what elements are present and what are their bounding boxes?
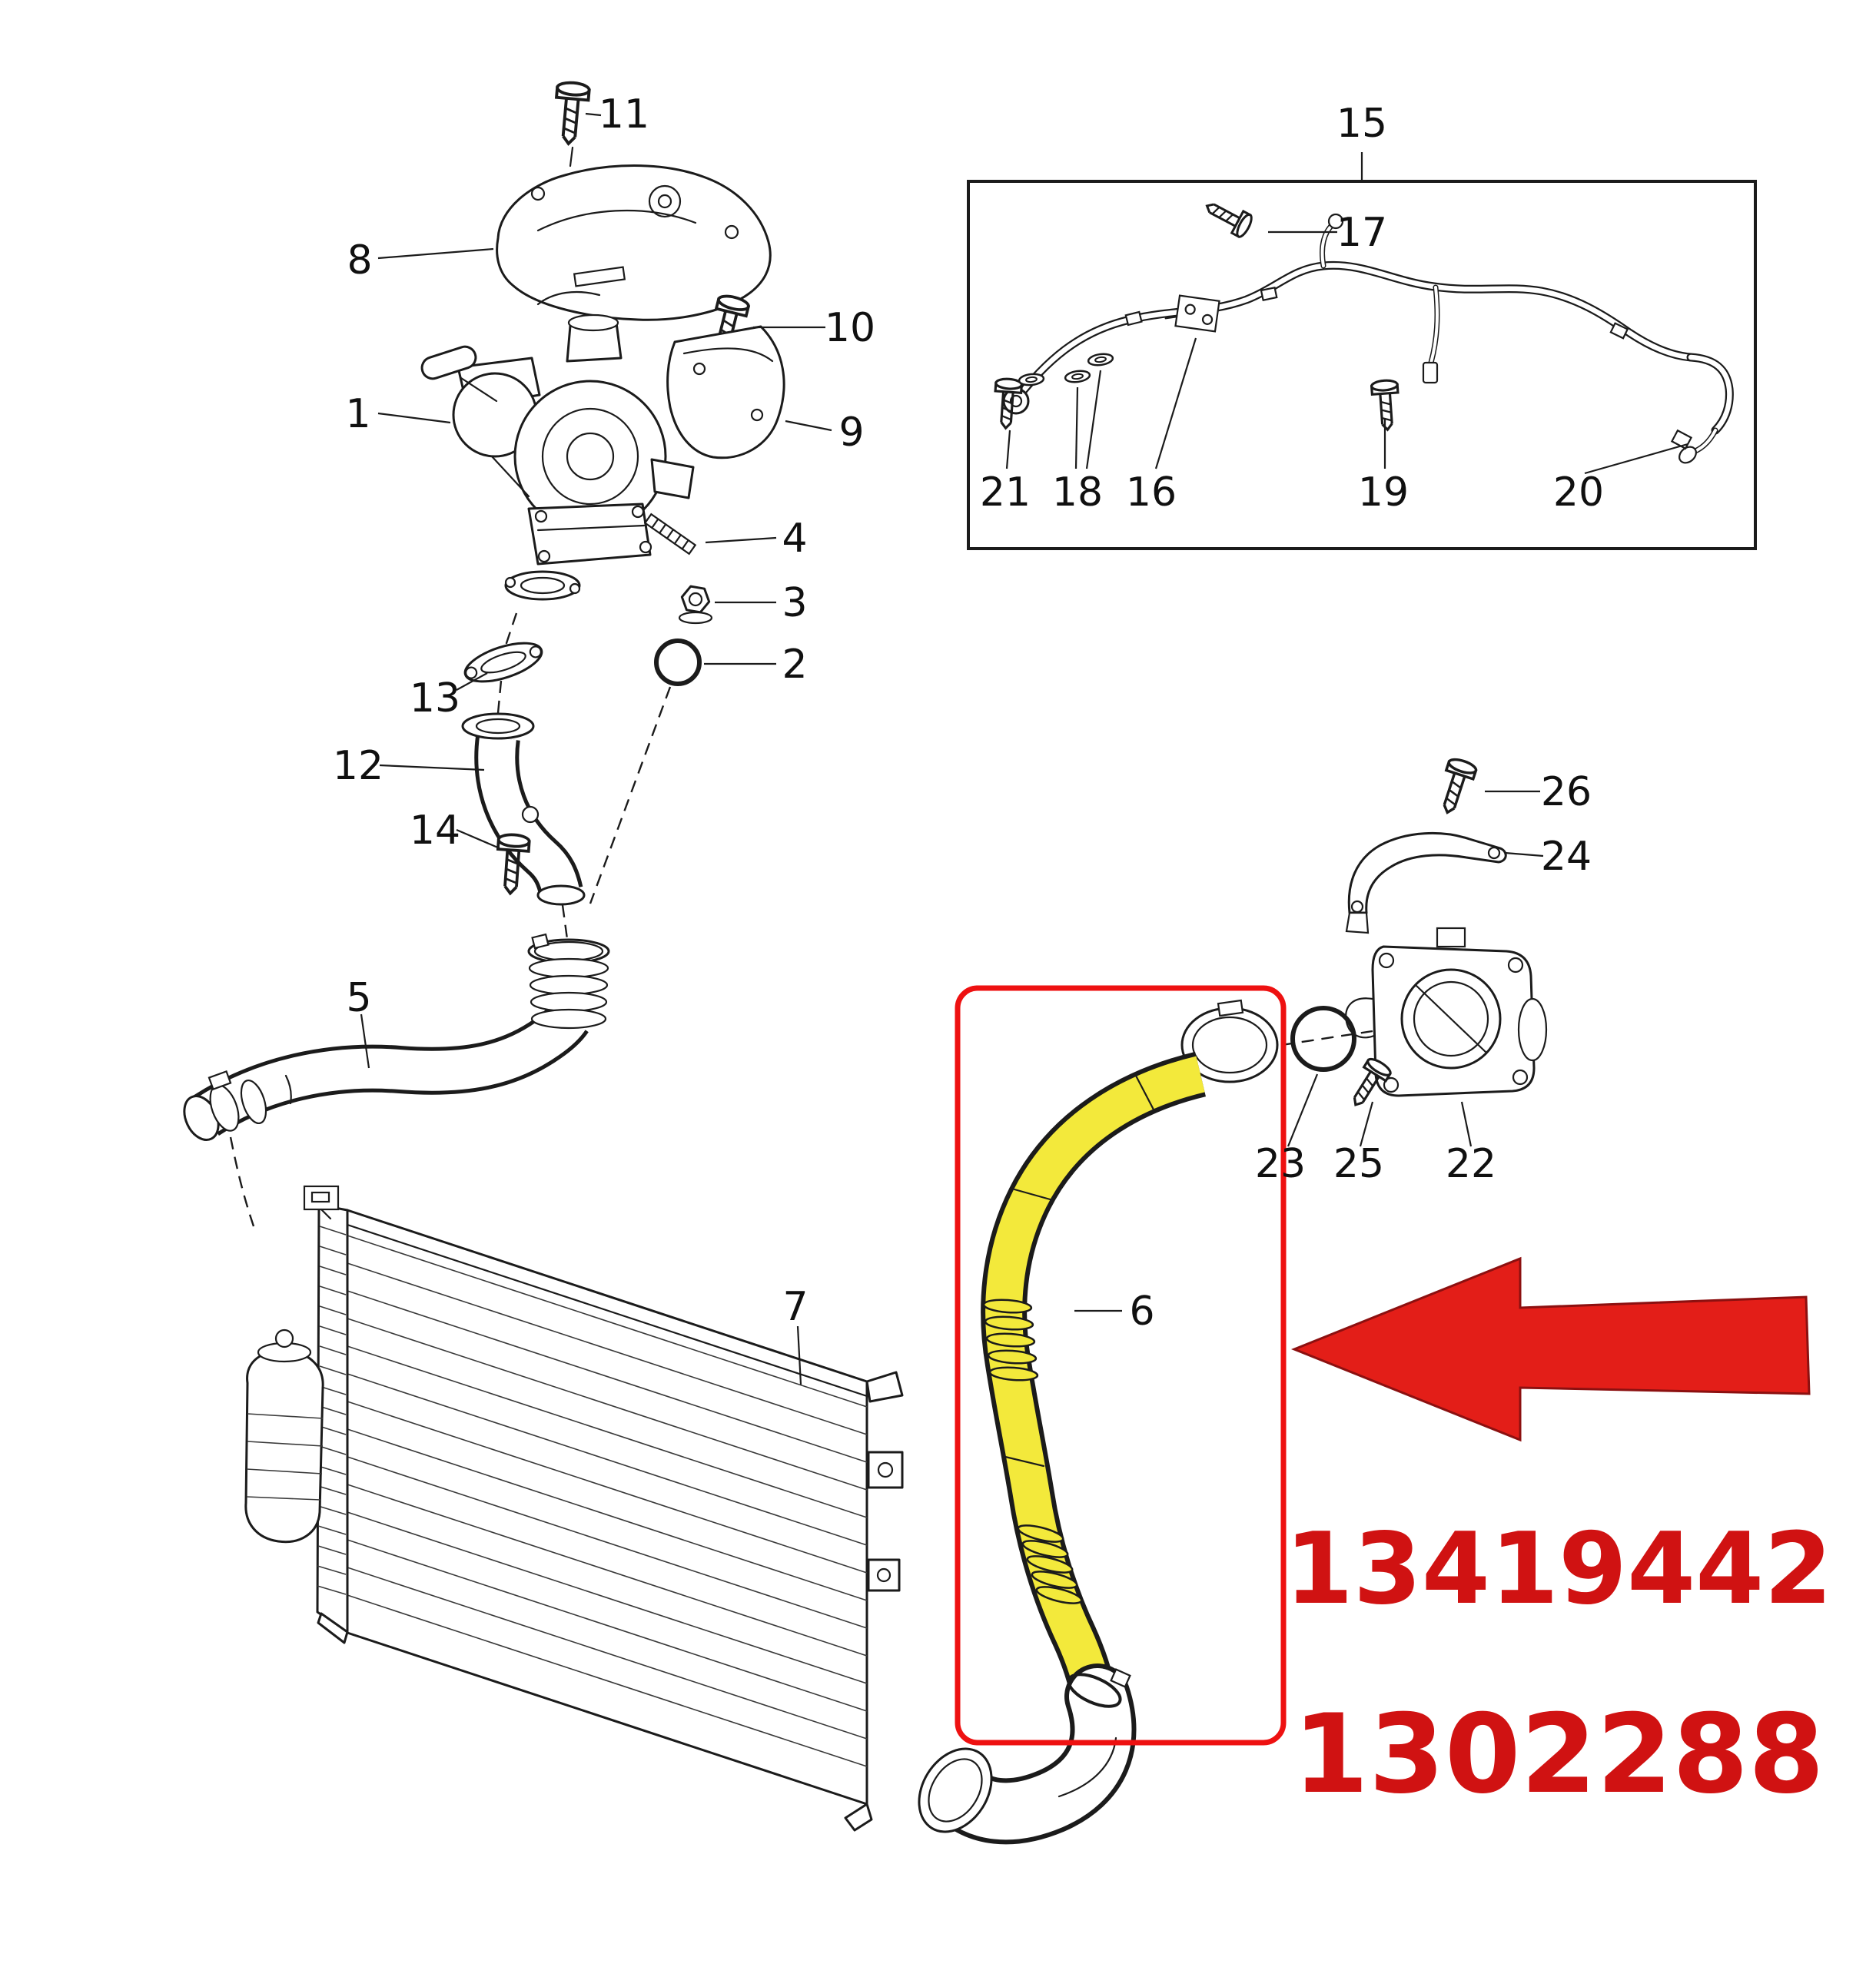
leader-line-23 [1287,1073,1319,1147]
o-ring-seal-2 [654,639,702,686]
leader-line-18a [1074,386,1079,469]
leader-line-12 [379,764,485,771]
callout-label-11: 11 [599,91,649,138]
leader-line-7 [796,1325,802,1385]
hose-body [985,1056,1205,1690]
callout-label-9: 9 [838,410,864,456]
callout-label-18: 18 [1052,469,1103,516]
leader-line-13 [456,672,488,691]
fuel-line-inset-box [967,180,1757,550]
intercooler-hose-highlighted [918,999,1279,1845]
radiator-left-tank-ribs [317,1226,347,1595]
throttle-bracket [1345,831,1507,934]
callout-label-5: 5 [346,975,371,1021]
leader-line-22 [1460,1101,1473,1147]
callout-label-25: 25 [1333,1141,1384,1187]
callout-label-21: 21 [980,469,1031,516]
callout-label-26: 26 [1541,769,1592,815]
leader-line-4 [705,536,777,544]
leader-line-8 [377,247,494,260]
callout-label-7: 7 [782,1284,808,1330]
throttle-body [1345,927,1548,1097]
throttle-cluster [1281,755,1548,1113]
bellows-coupling [527,933,610,1030]
radiator-mount-top-left [303,1185,340,1220]
turbocharger [420,313,695,601]
intercooler-radiator [244,1185,904,1832]
callout-label-23: 23 [1255,1141,1306,1187]
surge-tank [244,1328,324,1544]
leader-line-9 [785,420,832,432]
callout-label-12: 12 [333,743,384,789]
turbo-cluster [420,80,785,940]
leader-line-24 [1504,851,1544,857]
callout-label-6: 6 [1129,1289,1154,1335]
heat-shield-upper [496,164,772,321]
leader-line-1 [377,412,451,424]
stud-4 [643,512,697,556]
screw-11 [551,80,592,147]
callout-label-3: 3 [782,580,807,626]
leader-line-21 [1005,430,1011,469]
callout-label-2: 2 [782,642,807,688]
throttle-o-ring [1290,1006,1356,1072]
leader-line-25 [1359,1101,1374,1147]
assembly-axis-dash [504,612,518,646]
leader-line-14 [456,828,500,850]
highlight-box [955,985,1287,1746]
hose-corrugation-lower [1017,1524,1083,1604]
leader-line-5 [360,1013,370,1069]
heat-shield-lower [666,325,785,459]
callout-label-10: 10 [825,305,875,351]
callout-label-22: 22 [1446,1141,1496,1187]
callout-label-19: 19 [1358,469,1409,516]
part-number-primary: 13419442 [1285,1512,1833,1627]
intercooler-hose-left [183,933,610,1227]
leader-line-20 [1584,443,1688,475]
callout-label-17: 17 [1336,210,1387,256]
fuel-line-harness [1002,213,1734,464]
hose-top-coupling [1180,999,1279,1083]
hose-clamp-left [183,1070,267,1141]
nut-3 [678,585,713,625]
gasket-13 [463,642,543,683]
part-numbers: 13419442 1302288 [1285,1512,1833,1818]
callout-label-24: 24 [1541,834,1592,880]
callout-labels: 1 2 3 4 5 6 7 8 9 10 11 12 13 14 15 16 1… [333,91,1688,1385]
callout-label-15: 15 [1336,101,1387,147]
leader-line-16 [1154,337,1197,469]
callout-label-4: 4 [782,516,807,562]
hose-bottom-elbow [918,1663,1137,1845]
callout-label-8: 8 [347,237,372,284]
leader-line-11 [585,112,602,117]
screw-26 [1433,755,1479,818]
callout-label-20: 20 [1553,469,1604,516]
turbo-outlet-pipe [461,712,586,906]
highlight-arrow [1290,1256,1811,1442]
leader-line-18b [1085,370,1102,469]
callout-label-13: 13 [410,675,460,721]
hose-corrugation-upper [982,1299,1039,1382]
line-bracket [1164,294,1220,333]
callout-label-16: 16 [1126,469,1177,516]
elbow-clamp [1067,1673,1122,1708]
radiator-core-lines [347,1235,868,1767]
callout-label-1: 1 [345,391,370,437]
callout-label-14: 14 [410,808,460,854]
part-number-secondary: 1302288 [1293,1691,1825,1818]
